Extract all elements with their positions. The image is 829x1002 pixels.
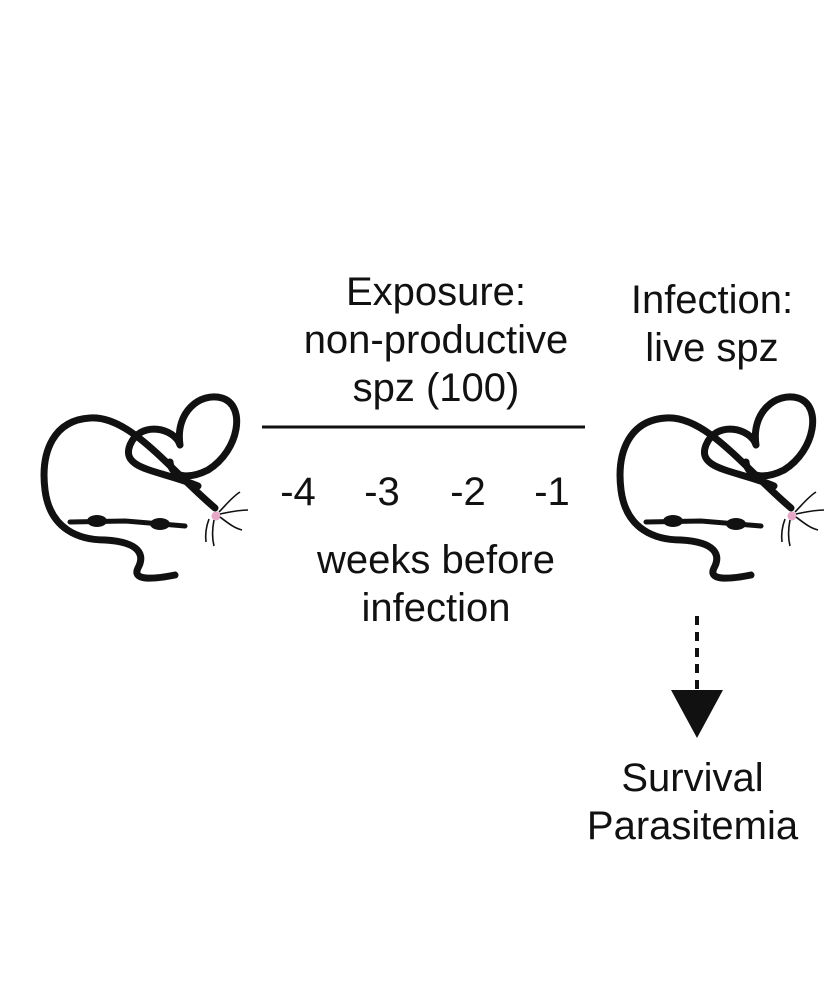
infection-line-2: live spz xyxy=(645,326,779,370)
dashed-arrow-down-icon xyxy=(671,616,723,738)
readout-survival: Survival xyxy=(621,756,764,800)
exposure-line-2: non-productive xyxy=(303,318,569,362)
timeline-tick: -3 xyxy=(364,470,400,514)
readout-parasitemia: Parasitemia xyxy=(586,804,799,848)
exposure-line-3: spz (100) xyxy=(352,366,520,410)
timeline-caption-line-1: weeks before xyxy=(317,538,555,582)
infection-label: Infection: live spz xyxy=(596,276,828,372)
mouse-icon-left xyxy=(44,397,248,578)
timeline-tick: -1 xyxy=(534,470,570,514)
timeline-tick: -2 xyxy=(450,470,486,514)
exposure-label: Exposure: non-productive spz (100) xyxy=(236,268,636,412)
mouse-icon-right xyxy=(620,397,824,578)
timeline-caption-line-2: infection xyxy=(361,586,511,630)
exposure-line-1: Exposure: xyxy=(345,270,527,314)
readout-label: Survival Parasitemia xyxy=(556,754,829,850)
timeline-tick: -4 xyxy=(280,470,316,514)
timeline-caption: weeks before infection xyxy=(236,536,636,632)
infection-line-1: Infection: xyxy=(630,278,794,322)
